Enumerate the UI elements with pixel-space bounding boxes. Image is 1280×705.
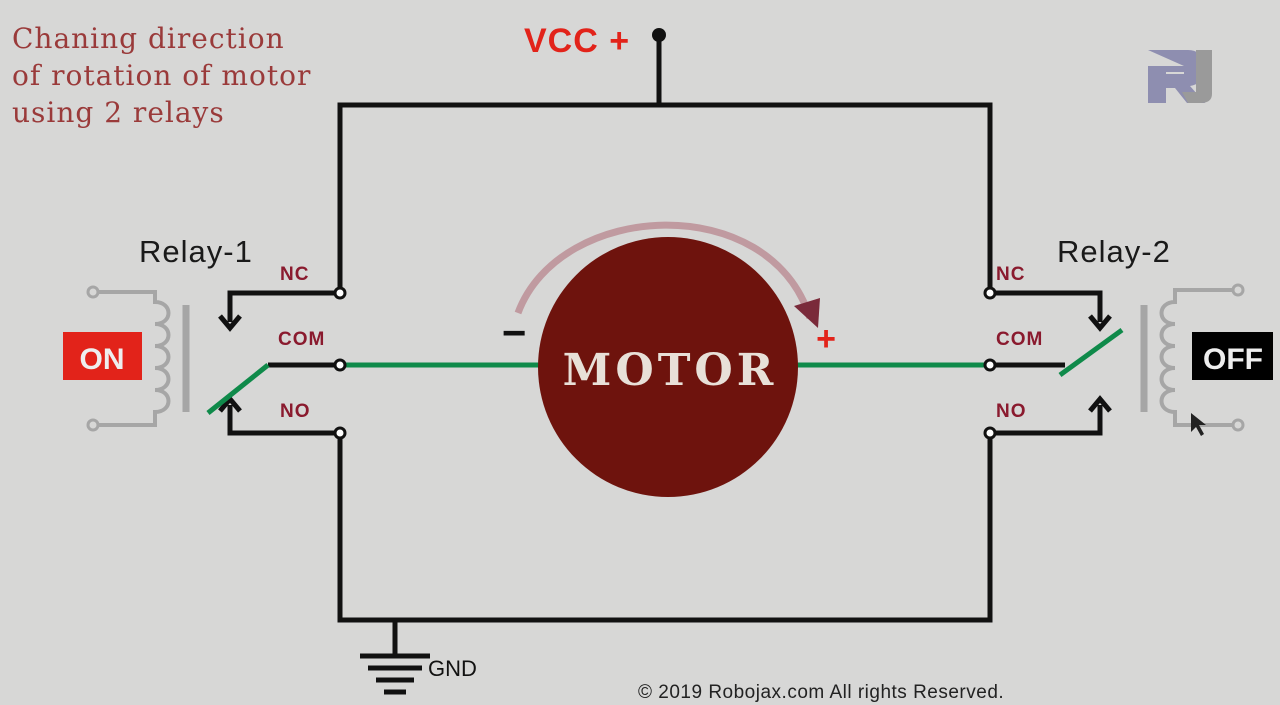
relay2-state: OFF (1203, 343, 1263, 376)
relay2-switch-arm (1058, 327, 1124, 378)
relay1-name: Relay-1 (139, 234, 253, 269)
wiring (227, 35, 1103, 656)
relay1-switch-arm (206, 363, 270, 415)
relay2-coil-icon (1140, 283, 1245, 432)
relay2-no-wire (990, 405, 1103, 436)
robojax-logo (1148, 50, 1212, 103)
relay2-nc-label: NC (996, 264, 1025, 285)
mouse-cursor-icon (1191, 413, 1206, 436)
rotation-arrow-icon (514, 221, 814, 320)
motor (538, 237, 798, 497)
relay2-nc-wire (990, 290, 1103, 322)
terminals (333, 286, 997, 440)
relay2-com-label: COM (996, 329, 1043, 350)
motor-plus: + (816, 320, 836, 358)
relay1-nc-label: NC (280, 264, 309, 285)
rotation-arrowhead-icon (794, 298, 820, 328)
relay1-coil-icon (86, 285, 190, 432)
copyright: © 2019 Robojax.com All rights Reserved. (638, 682, 1004, 703)
top-wire (337, 102, 993, 293)
motor-label: MOTOR (563, 345, 778, 396)
arrow-icons (218, 314, 1112, 413)
relay1-no-label: NO (280, 401, 311, 422)
relay2-no-label: NO (996, 401, 1027, 422)
vcc-terminal (652, 28, 666, 42)
relay1-no-wire (227, 405, 340, 436)
diagram-title: Chaning direction of rotation of motor u… (12, 20, 372, 131)
motor-minus: − (502, 309, 527, 356)
relay1-nc-wire (227, 290, 340, 322)
gnd-label: GND (428, 656, 477, 681)
title-line: Chaning direction (12, 22, 285, 55)
relay1-com-label: COM (278, 329, 325, 350)
relay1-state: ON (80, 343, 125, 376)
relay2-name: Relay-2 (1057, 234, 1171, 269)
title-line: of rotation of motor (12, 59, 312, 92)
title-line: using 2 relays (12, 96, 225, 129)
vcc-label: VCC + (524, 22, 630, 60)
ground-icon (360, 653, 430, 695)
relay1-state-badge-bg (63, 332, 142, 380)
relay2-state-badge-bg (1192, 332, 1273, 380)
bottom-wire (337, 433, 993, 623)
active-wires (206, 327, 1124, 415)
